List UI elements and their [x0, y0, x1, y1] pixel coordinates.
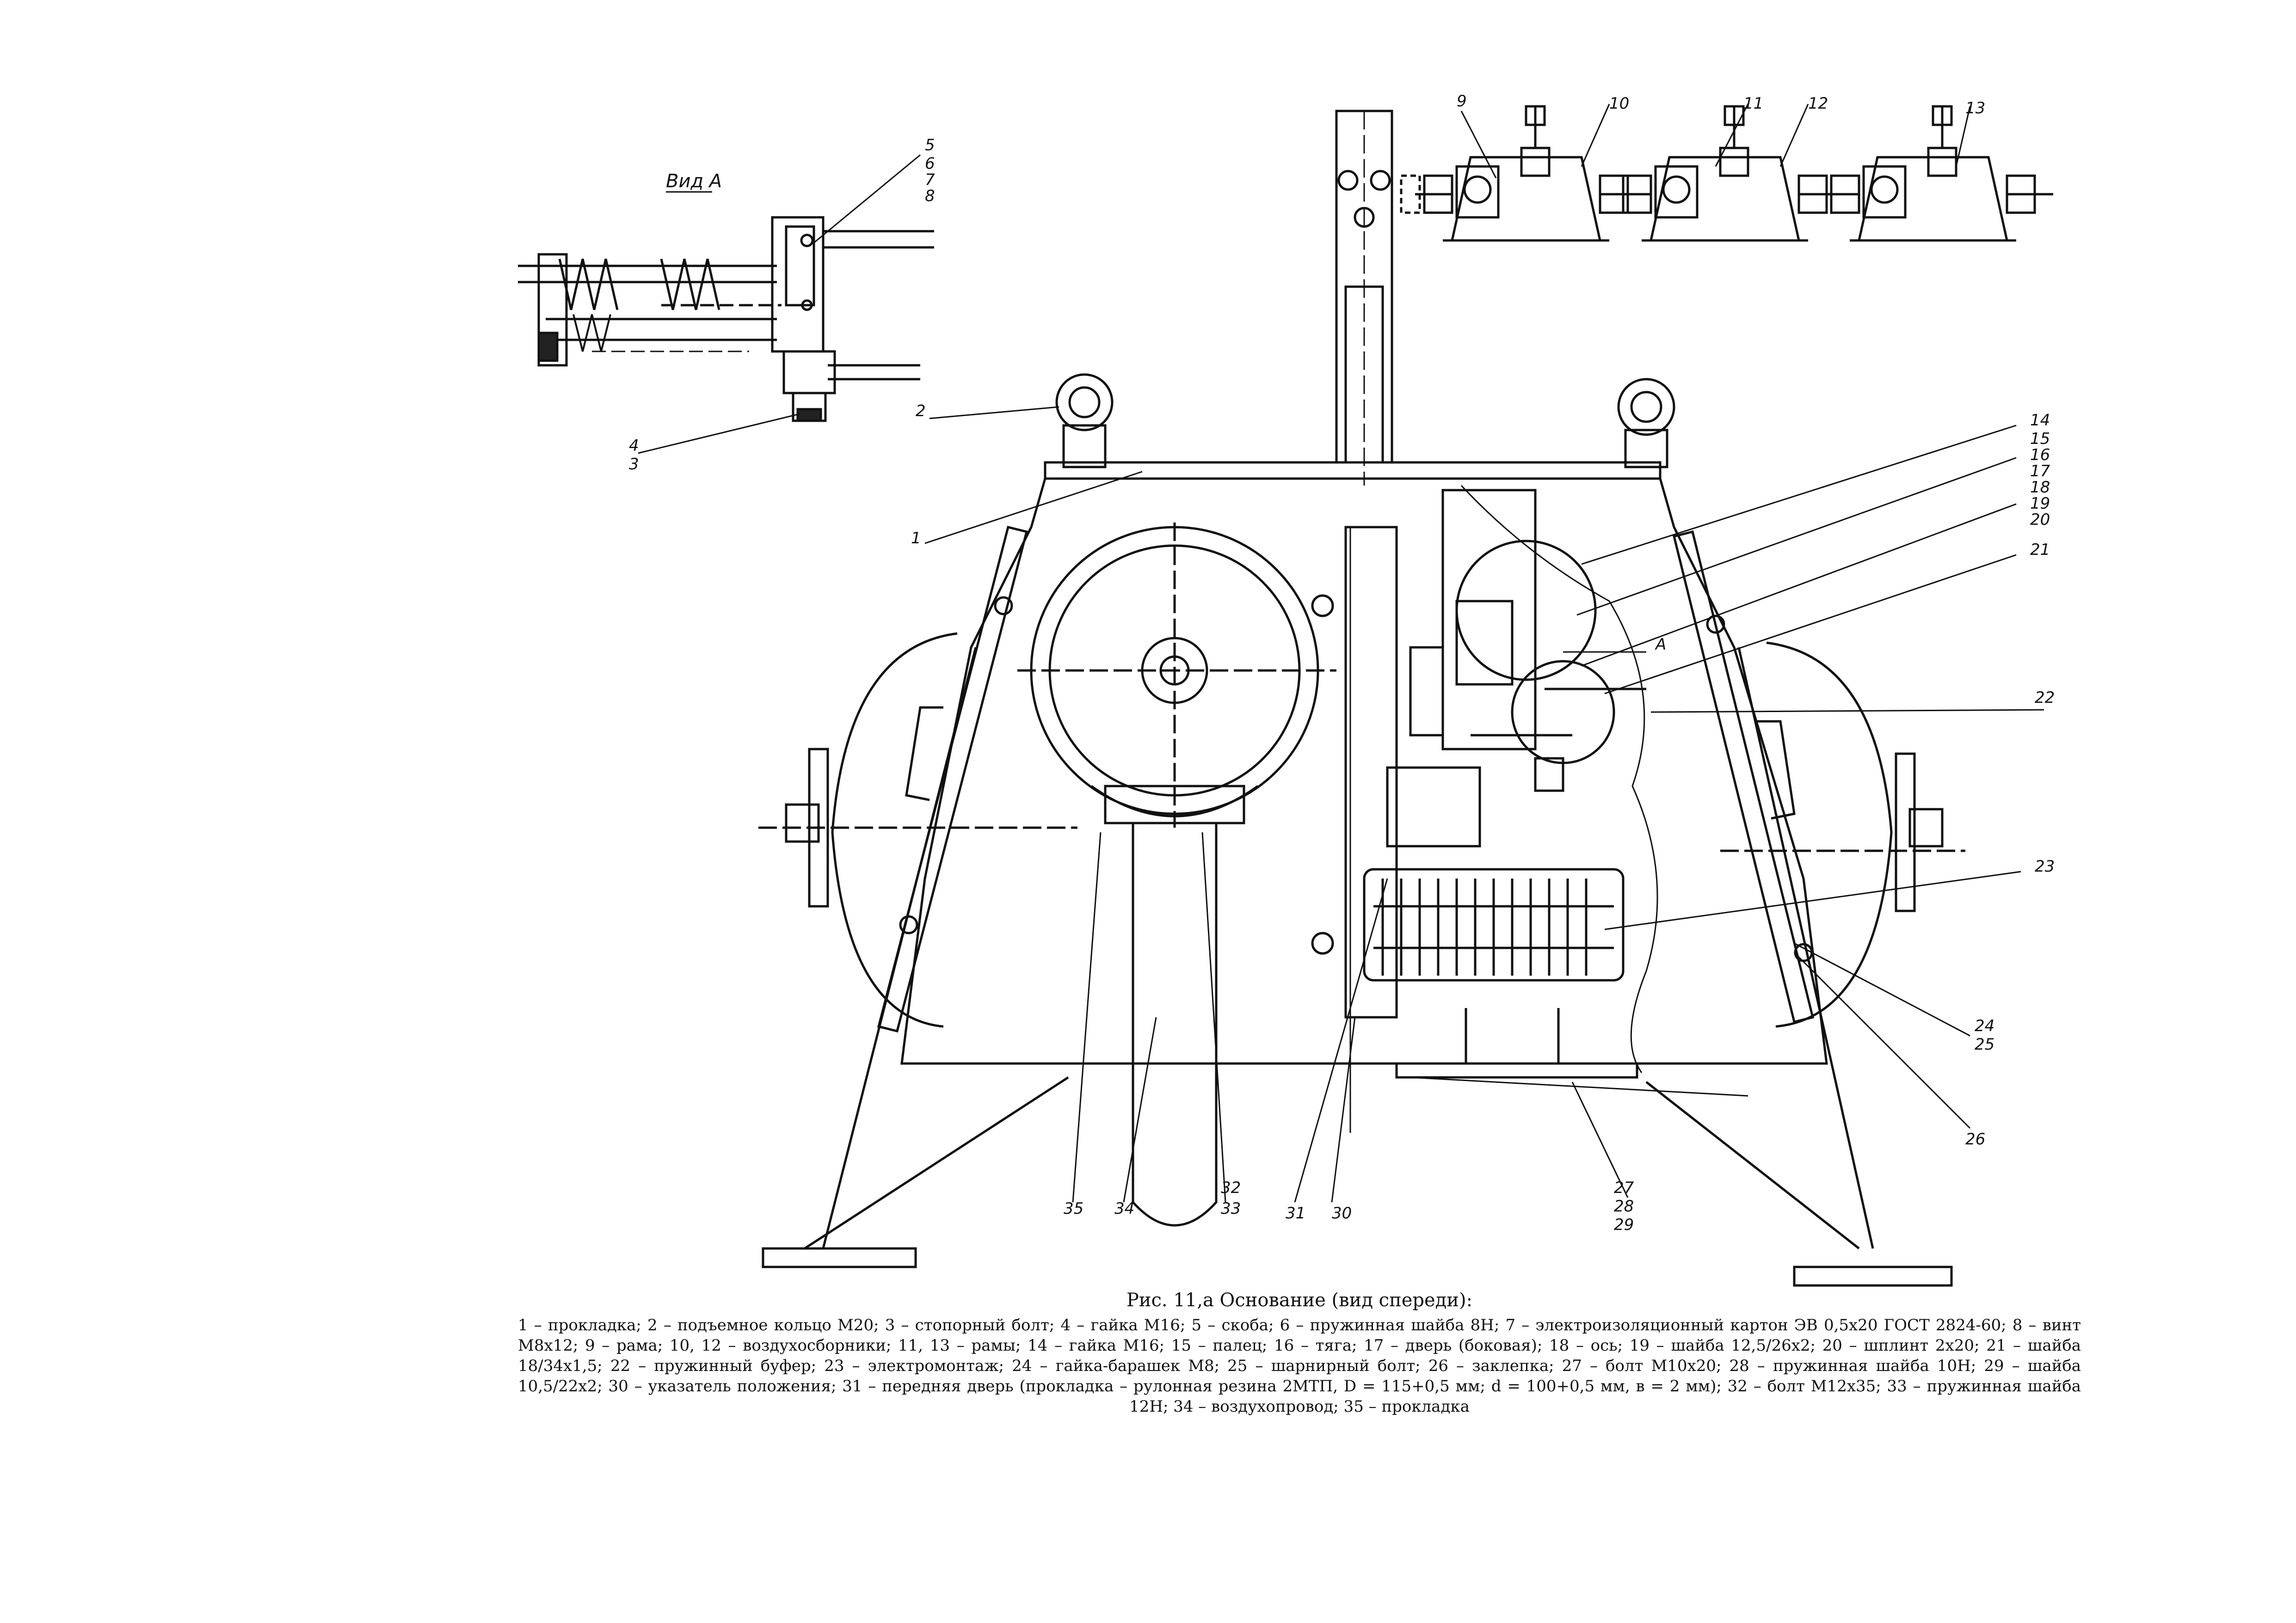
callout-35: 35 [1064, 1199, 1083, 1218]
callout-17: 17 [2030, 462, 2050, 480]
main-front-view [758, 110, 1965, 1287]
callout-5: 5 [925, 136, 935, 154]
callout-1: 1 [911, 529, 921, 547]
callout-31: 31 [1286, 1204, 1305, 1223]
callout-23: 23 [2035, 857, 2055, 876]
callout-2: 2 [916, 402, 926, 420]
callout-9: 9 [1457, 92, 1467, 111]
callout-25: 25 [1975, 1035, 1994, 1054]
callout-8: 8 [925, 187, 935, 205]
caption-legend: 1 – прокладка; 2 – подъемное кольцо М20;… [518, 1316, 2081, 1416]
section-arrow-a: А [1655, 635, 1666, 654]
caption-title: Рис. 11,a Основание (вид спереди): [1126, 1290, 1473, 1311]
callout-13: 13 [1965, 99, 1985, 117]
top-elevations [1400, 105, 2053, 242]
callout-18: 18 [2030, 478, 2050, 497]
callout-33: 33 [1221, 1199, 1241, 1218]
callout-3: 3 [629, 455, 639, 473]
callout-30: 30 [1332, 1204, 1352, 1223]
figure-caption: Рис. 11,a Основание (вид спереди): 1 – п… [518, 1290, 2081, 1417]
callout-34: 34 [1114, 1199, 1134, 1218]
callout-7: 7 [925, 171, 935, 189]
callout-16: 16 [2030, 446, 2050, 464]
view-a-label: Вид А [666, 171, 722, 192]
callout-22: 22 [2035, 689, 2055, 707]
callout-32: 32 [1221, 1179, 1241, 1197]
view-a-detail: Вид А [518, 171, 934, 422]
callout-21: 21 [2030, 541, 2050, 559]
callout-11: 11 [1743, 94, 1763, 113]
callout-12: 12 [1808, 94, 1828, 113]
callout-28: 28 [1614, 1197, 1634, 1216]
callout-27: 27 [1614, 1179, 1634, 1197]
callout-24: 24 [1975, 1017, 1994, 1035]
callout-14: 14 [2030, 411, 2050, 430]
callout-numbers: 1 2 3 4 5 6 7 8 9 10 11 12 13 14 15 16 1… [629, 92, 2055, 1234]
callout-10: 10 [1609, 94, 1629, 113]
callout-29: 29 [1614, 1216, 1634, 1234]
callout-6: 6 [925, 154, 935, 173]
callout-20: 20 [2030, 510, 2050, 529]
callout-26: 26 [1965, 1130, 1985, 1149]
callout-15: 15 [2030, 430, 2050, 448]
callout-19: 19 [2030, 494, 2050, 513]
callout-4: 4 [629, 436, 639, 455]
leader-lines [638, 104, 2044, 1203]
